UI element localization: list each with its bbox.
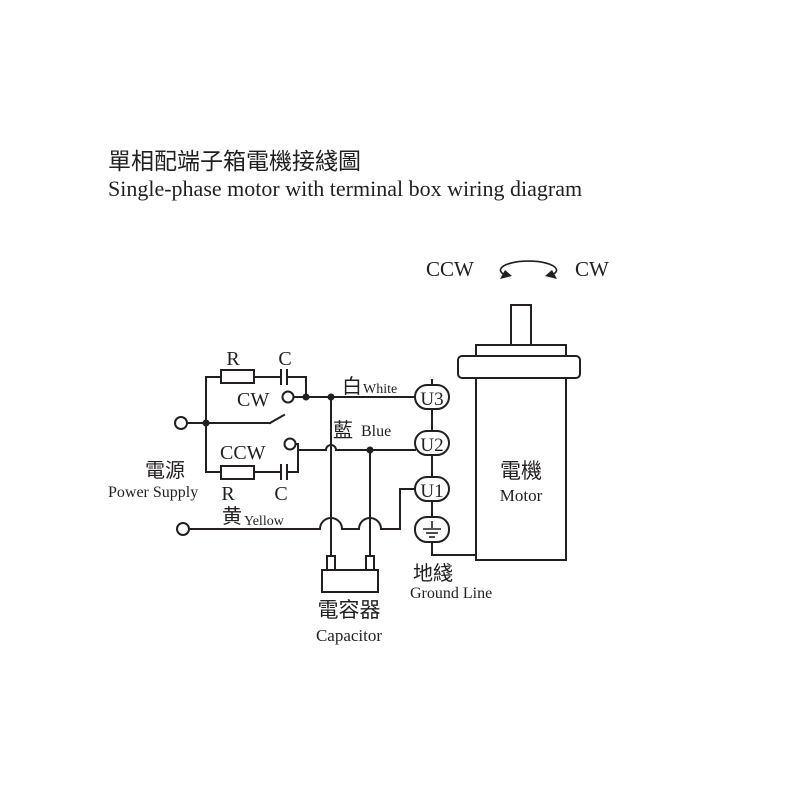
rc-upper-r-label: R bbox=[226, 348, 240, 370]
motor-label-en: Motor bbox=[500, 486, 543, 505]
ground-symbol-icon bbox=[414, 516, 450, 543]
switch-ccw-label: CCW bbox=[220, 442, 266, 464]
ground-line-label-en: Ground Line bbox=[410, 585, 492, 602]
rc-lower-r-label: R bbox=[221, 483, 235, 505]
title-zh: 單相配端子箱電機接綫圖 bbox=[108, 149, 361, 175]
power-supply-label-zh: 電源 bbox=[145, 458, 185, 482]
capacitor: 電容器 Capacitor bbox=[316, 555, 382, 645]
rc-network-upper: R C bbox=[205, 348, 307, 398]
switch-cw-label: CW bbox=[237, 389, 269, 411]
rotation-cw-label: CW bbox=[575, 257, 609, 281]
resistor-icon bbox=[220, 369, 255, 384]
terminal-block: U3 U2 U1 bbox=[414, 379, 477, 556]
white-wire-label-zh: 白 bbox=[342, 374, 362, 398]
switch-ccw-contact bbox=[283, 437, 297, 451]
blue-wire-label-en: Blue bbox=[361, 423, 391, 440]
motor: 電機 Motor bbox=[457, 304, 581, 561]
resistor-icon bbox=[220, 465, 255, 480]
rc-upper-c-label: C bbox=[278, 348, 291, 370]
terminal-u2-label: U2 bbox=[420, 435, 443, 456]
rotation-arrows-icon bbox=[499, 260, 558, 279]
capacitor-label-zh: 電容器 bbox=[318, 598, 381, 622]
rc-lower-c-label: C bbox=[274, 483, 287, 505]
terminal-u3: U3 bbox=[414, 384, 450, 410]
yellow-wire-label-zh: 黄 bbox=[222, 504, 242, 528]
terminal-u3-label: U3 bbox=[420, 389, 443, 410]
terminal-u1: U1 bbox=[414, 476, 450, 502]
motor-label-zh: 電機 bbox=[500, 459, 542, 483]
blue-wire-label-zh: 藍 bbox=[333, 418, 353, 442]
capacitor-label-en: Capacitor bbox=[316, 626, 382, 645]
motor-shaft-icon bbox=[510, 304, 532, 346]
ground-line-label-zh: 地綫 bbox=[413, 561, 453, 585]
yellow-wire bbox=[188, 488, 416, 530]
rotation-ccw-label: CCW bbox=[426, 257, 474, 281]
power-supply-label-en: Power Supply bbox=[108, 484, 198, 501]
terminal-u2: U2 bbox=[414, 430, 450, 456]
terminal-u1-label: U1 bbox=[420, 481, 443, 502]
title-en: Single-phase motor with terminal box wir… bbox=[108, 176, 582, 201]
power-terminal-upper bbox=[174, 416, 188, 430]
switch-cw-contact bbox=[281, 390, 295, 404]
yellow-wire-label-en: Yellow bbox=[244, 514, 285, 529]
rc-network-lower: R C bbox=[205, 449, 299, 505]
power-terminal-lower bbox=[176, 522, 190, 536]
white-wire-label-en: White bbox=[363, 382, 397, 397]
